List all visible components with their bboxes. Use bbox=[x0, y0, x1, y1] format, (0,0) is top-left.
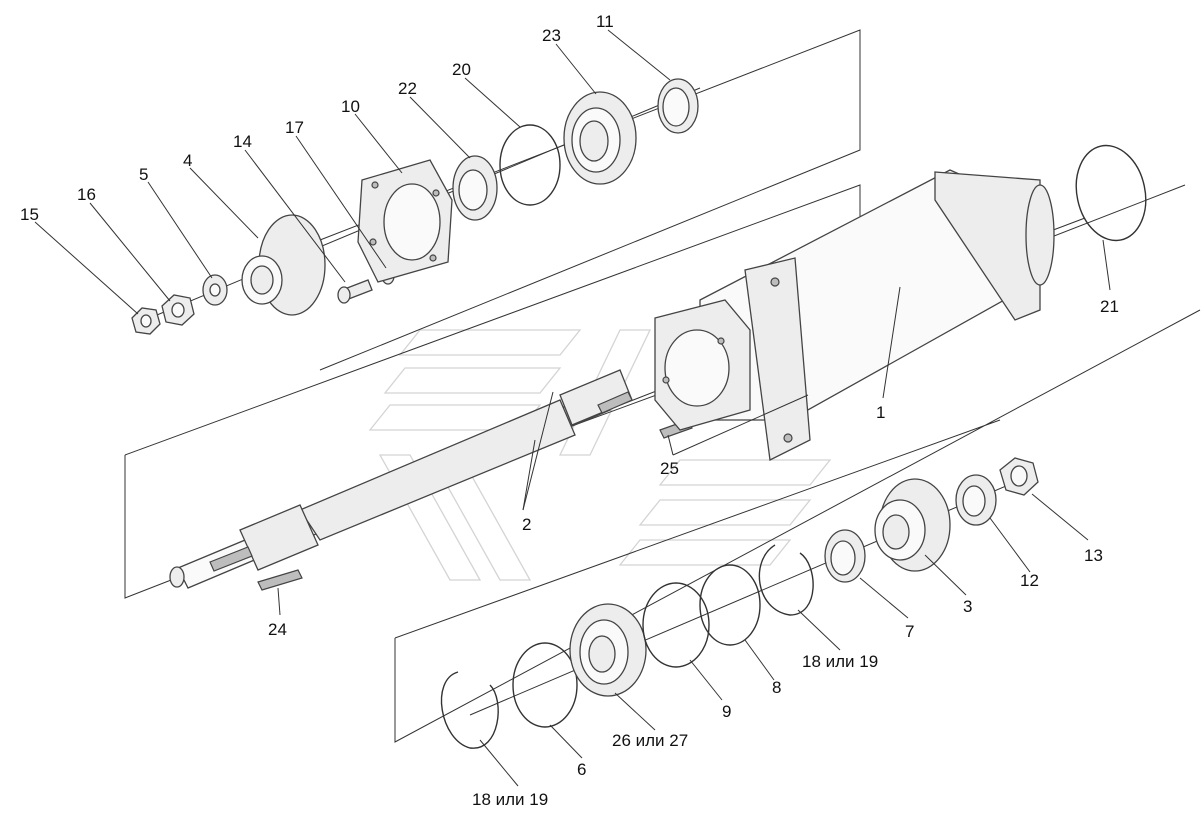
ring-part-6 bbox=[512, 642, 578, 728]
label-21: 21 bbox=[1100, 297, 1119, 316]
housing-part-1 bbox=[654, 169, 1055, 461]
ring-part-20 bbox=[499, 124, 561, 206]
seal-part-22 bbox=[452, 155, 498, 221]
washer-part-5 bbox=[202, 274, 228, 306]
snap-ring-part-18-19-right bbox=[758, 544, 814, 616]
label-13: 13 bbox=[1084, 546, 1103, 565]
label-18-or-19-left: 18 или 19 bbox=[472, 790, 548, 809]
nut-part-15 bbox=[131, 307, 161, 335]
shaft-part-2 bbox=[169, 369, 633, 589]
label-1: 1 bbox=[876, 403, 885, 422]
snap-ring-part-18-19-left bbox=[440, 671, 499, 749]
label-14: 14 bbox=[233, 132, 252, 151]
cover-part-10 bbox=[357, 159, 453, 283]
label-12: 12 bbox=[1020, 571, 1039, 590]
oring-part-21 bbox=[1075, 144, 1147, 242]
nut-part-13 bbox=[999, 457, 1039, 496]
bearing-part-26-27 bbox=[569, 603, 647, 697]
label-5: 5 bbox=[139, 165, 148, 184]
ring-part-12 bbox=[955, 474, 997, 526]
label-15: 15 bbox=[20, 205, 39, 224]
ring-part-8 bbox=[699, 564, 761, 646]
nut-part-16 bbox=[161, 294, 195, 326]
ring-part-11 bbox=[657, 78, 699, 134]
label-22: 22 bbox=[398, 79, 417, 98]
part-labels: 15 16 5 4 14 17 10 22 20 23 11 21 1 2 25… bbox=[20, 12, 1119, 809]
ring-part-9 bbox=[642, 582, 710, 668]
label-8: 8 bbox=[772, 678, 781, 697]
label-17: 17 bbox=[285, 118, 304, 137]
label-20: 20 bbox=[452, 60, 471, 79]
label-11: 11 bbox=[596, 12, 614, 31]
label-18-or-19-right: 18 или 19 bbox=[802, 652, 878, 671]
label-26-or-27: 26 или 27 bbox=[612, 731, 688, 750]
flange-part-4 bbox=[241, 214, 326, 316]
seal-part-7 bbox=[824, 529, 866, 583]
leader-lines bbox=[34, 29, 1111, 787]
watermark-logo bbox=[368, 329, 832, 581]
label-16: 16 bbox=[77, 185, 96, 204]
label-10: 10 bbox=[341, 97, 360, 116]
label-3: 3 bbox=[963, 597, 972, 616]
label-23: 23 bbox=[542, 26, 561, 45]
key-part-24 bbox=[257, 569, 303, 591]
label-9: 9 bbox=[722, 702, 731, 721]
label-25: 25 bbox=[660, 459, 679, 478]
bearing-part-23 bbox=[563, 91, 637, 185]
label-24: 24 bbox=[268, 620, 287, 639]
bolt-part-14 bbox=[337, 279, 373, 304]
flange-part-3 bbox=[874, 478, 951, 572]
label-7: 7 bbox=[905, 622, 914, 641]
label-2: 2 bbox=[522, 515, 531, 534]
label-4: 4 bbox=[183, 151, 192, 170]
label-6: 6 bbox=[577, 760, 586, 779]
